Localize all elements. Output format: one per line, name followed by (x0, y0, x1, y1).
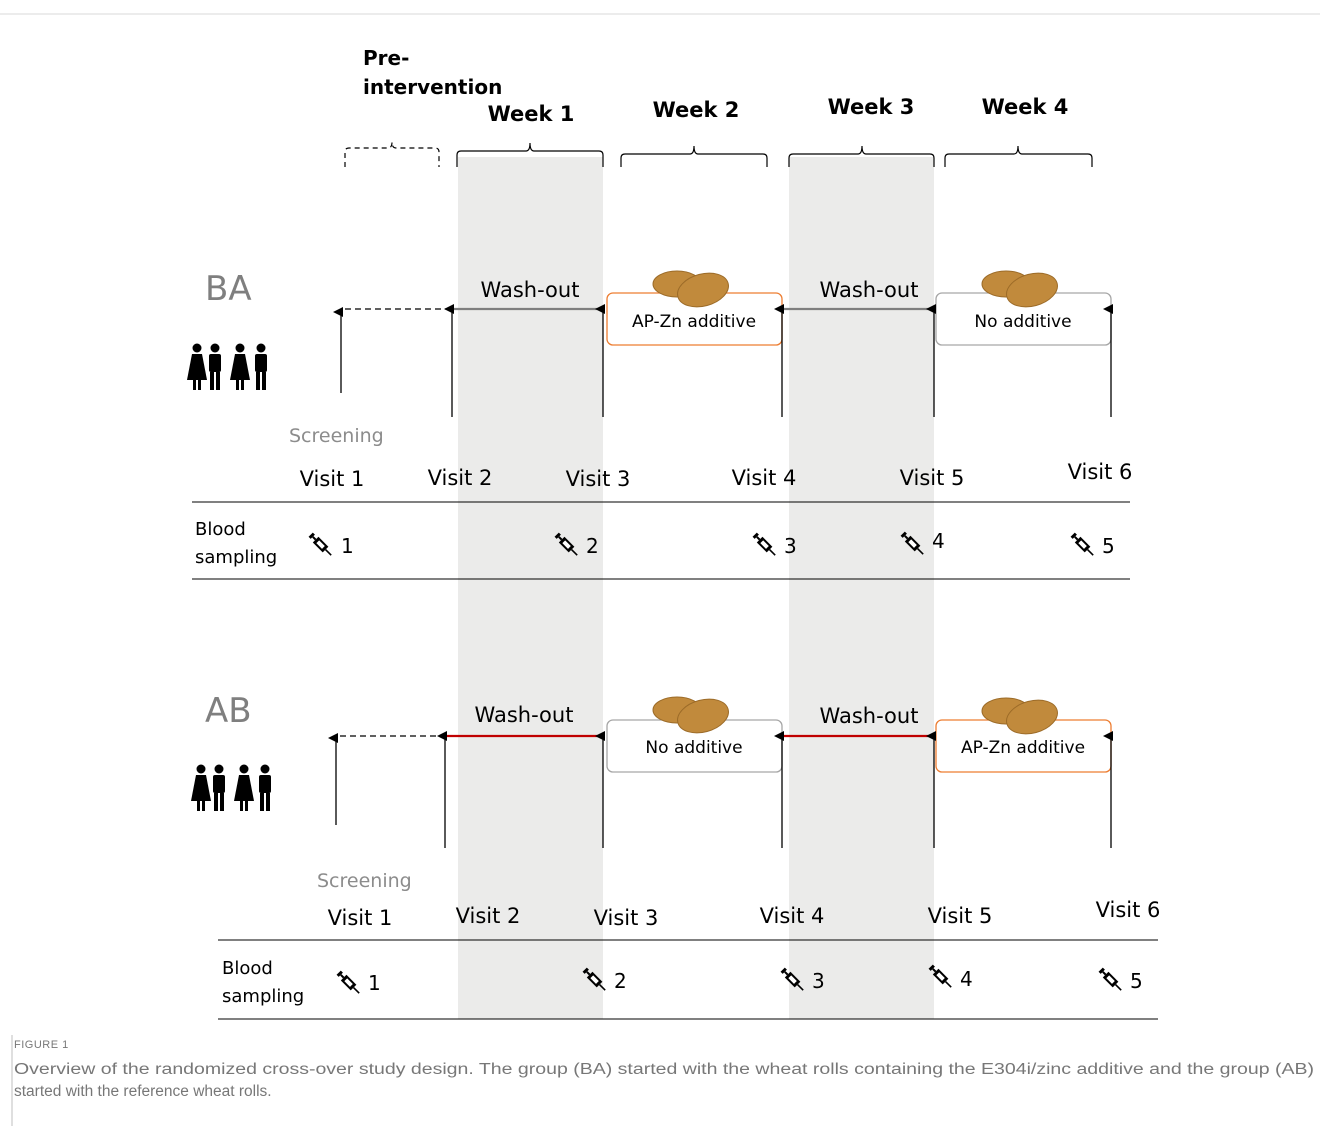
ba-washout-label-1: Wash-out (481, 278, 580, 302)
ab-visit-5: Visit 5 (928, 904, 993, 928)
ba-blood-label-line1: Blood (195, 519, 246, 540)
ab-visit-3: Visit 3 (594, 906, 659, 930)
people-group-icon (187, 343, 267, 390)
week-2-brace (620, 145, 768, 167)
ba-screening-label: Screening (289, 425, 384, 447)
ba-week2-box-label: AP-Zn additive (632, 312, 756, 332)
ab-sample-1: 1 (335, 969, 381, 997)
ab-sample-3-number: 3 (812, 969, 825, 993)
group-ba-label: BA (205, 269, 252, 309)
week-3-brace (788, 145, 935, 167)
caption-line-1: Overview of the randomized cross-over st… (14, 1061, 1314, 1078)
ba-visit-3: Visit 3 (566, 467, 631, 491)
syringe-icon (751, 531, 779, 559)
ba-sample-3: 3 (751, 531, 797, 559)
ab-week2-box-label: No additive (645, 738, 742, 758)
ba-sample-1-number: 1 (341, 534, 354, 558)
ba-sample-4: 4 (899, 529, 945, 558)
people-group-icon (191, 764, 271, 811)
ab-visit-2: Visit 2 (456, 904, 521, 928)
ba-sample-1: 1 (307, 531, 354, 559)
ba-visit-2: Visit 2 (428, 466, 493, 490)
ba-sample-2: 2 (553, 531, 599, 559)
ba-visit-5: Visit 5 (900, 466, 965, 490)
syringe-icon (1097, 966, 1125, 994)
syringe-icon (307, 531, 335, 559)
ba-sample-5: 5 (1069, 531, 1115, 559)
ba-sample-5-number: 5 (1102, 534, 1115, 558)
syringe-icon (1069, 531, 1097, 559)
ab-week4-box-label: AP-Zn additive (961, 738, 1085, 758)
week-3-label: Week 3 (828, 95, 915, 119)
ab-sample-5: 5 (1097, 966, 1143, 994)
ab-sample-4-number: 4 (960, 967, 973, 991)
ab-sample-2: 2 (581, 966, 627, 994)
ba-blood-label-line2: sampling (195, 547, 277, 568)
ab-sample-2-number: 2 (614, 969, 627, 993)
ab-visit-4: Visit 4 (760, 904, 825, 928)
ab-washout-label-1: Wash-out (475, 703, 574, 727)
ba-week4-box-label: No additive (974, 312, 1071, 332)
ba-washout-label-2: Wash-out (820, 278, 919, 302)
week-4-brace (944, 145, 1093, 167)
syringe-icon (335, 969, 363, 997)
ab-washout-label-2: Wash-out (820, 704, 919, 728)
group-ba: BA Wash-out Wash-out AP-Zn additive No a… (187, 267, 1133, 580)
ab-sample-1-number: 1 (368, 971, 381, 995)
ba-week4-plain-box: No additive (935, 267, 1112, 346)
ba-visit-4: Visit 4 (732, 466, 797, 490)
ba-sample-3-number: 3 (784, 534, 797, 558)
week-1-label: Week 1 (488, 102, 575, 126)
pre-intervention-label-line1: Pre- (363, 46, 409, 70)
ba-visit-6: Visit 6 (1068, 460, 1133, 484)
ba-sample-4-number: 4 (932, 529, 945, 553)
week3-shading (789, 157, 934, 1019)
ba-visit-1: Visit 1 (300, 467, 365, 491)
group-ab: AB Wash-out Wash-out No additive AP-Zn a… (191, 691, 1161, 1020)
ba-sample-2-number: 2 (586, 534, 599, 558)
pre-intervention-brace (344, 141, 440, 167)
ab-visit-1: Visit 1 (328, 906, 393, 930)
week-1-brace (456, 142, 604, 167)
ab-week4-additive-box: AP-Zn additive (935, 694, 1112, 773)
ab-sample-5-number: 5 (1130, 969, 1143, 993)
ab-blood-label-line2: sampling (222, 986, 304, 1007)
pre-intervention-label-line2: intervention (363, 75, 502, 99)
ab-visit-6: Visit 6 (1096, 898, 1161, 922)
week1-shading (458, 157, 603, 1019)
ab-screening-label: Screening (317, 870, 412, 892)
group-ab-label: AB (205, 691, 252, 731)
ab-sample-3: 3 (779, 966, 825, 994)
figure-label: FIGURE 1 (14, 1039, 69, 1051)
ab-sample-4: 4 (927, 963, 973, 991)
ba-week2-additive-box: AP-Zn additive (606, 267, 783, 346)
ab-blood-label-line1: Blood (222, 958, 273, 979)
caption-line-2: started with the reference wheat rolls. (14, 1083, 272, 1100)
week-4-label: Week 4 (982, 95, 1069, 119)
ab-week2-plain-box: No additive (606, 693, 783, 773)
week-2-label: Week 2 (653, 98, 740, 122)
